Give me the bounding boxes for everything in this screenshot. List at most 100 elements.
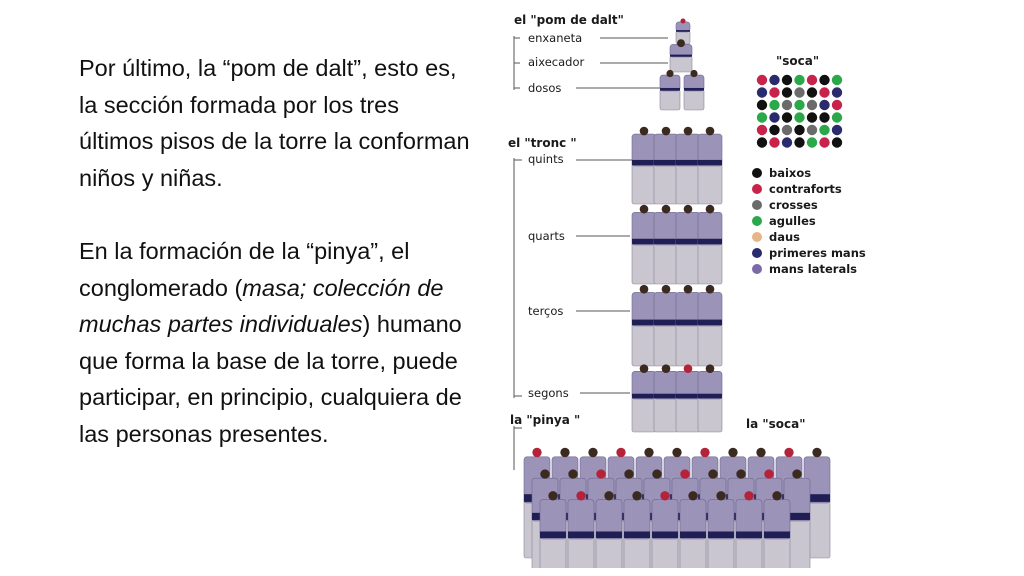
- casteller-figure: [653, 126, 679, 205]
- soca-grid-dot: [756, 74, 768, 86]
- soca-grid-dot: [831, 74, 843, 86]
- soca-grid-dot: [756, 99, 768, 111]
- casteller-figure: [697, 284, 723, 367]
- soca-grid-dot: [831, 87, 843, 98]
- legend-dot: [752, 200, 762, 210]
- soca-grid-dot: [781, 74, 793, 86]
- casteller-figure: [675, 284, 701, 367]
- soca-grid-dot: [819, 99, 830, 111]
- paragraph-pinya: En la formación de la “pinya”, el conglo…: [79, 233, 479, 452]
- soca-grid-dot: [806, 124, 818, 136]
- casteller-figure: [631, 284, 657, 367]
- casteller-figure: [683, 69, 705, 111]
- soca-grid-dot: [769, 112, 780, 123]
- soca-box-title: "soca": [776, 54, 820, 68]
- label-quarts: quarts: [528, 229, 565, 243]
- pinya-text-end: ) humano que forma la base de la torre, …: [79, 311, 462, 447]
- legend-dot: [752, 184, 762, 194]
- soca-grid-dot: [806, 87, 818, 98]
- soca-grid-dot: [781, 99, 793, 111]
- pinya-label: la "pinya ": [510, 413, 581, 427]
- soca-grid-dot: [831, 99, 843, 111]
- bracket-lines: [513, 36, 668, 470]
- casteller-figure: [669, 39, 693, 73]
- tronc-title: el "tronc ": [508, 136, 577, 150]
- casteller-figure: [651, 491, 679, 568]
- pinya-italic-definition: masa; colección de muchas partes individ…: [79, 274, 444, 338]
- legend-dot: [752, 168, 762, 178]
- soca-grid-dot: [769, 87, 780, 98]
- casteller-figure: [653, 364, 679, 433]
- casteller-figure: [735, 491, 763, 568]
- label-tercos: terços: [528, 304, 564, 318]
- soca-grid-dot: [794, 99, 805, 111]
- soca-grid-dot: [794, 137, 805, 148]
- soca-grid-dot: [781, 87, 793, 98]
- soca-grid-dot: [819, 74, 830, 86]
- soca-grid-dot: [756, 124, 768, 136]
- label-dosos: dosos: [528, 81, 562, 95]
- soca-grid-dot: [794, 124, 805, 136]
- soca-grid-dot: [819, 137, 830, 148]
- paragraph-pom-de-dalt: Por último, la “pom de dalt”, esto es, l…: [79, 55, 470, 191]
- soca-grid-dot: [794, 87, 805, 98]
- casteller-figure: [783, 469, 811, 568]
- casteller-figure: [679, 491, 707, 568]
- casteller-figure: [567, 491, 595, 568]
- casteller-figure: [623, 491, 651, 568]
- casteller-figure: [539, 491, 567, 568]
- legend-item: primeres mans: [752, 246, 866, 260]
- casteller-figure: [707, 491, 735, 568]
- casteller-figure: [631, 126, 657, 205]
- casteller-figure: [595, 491, 623, 568]
- soca-grid-dot: [806, 137, 818, 148]
- soca-grid-dot: [769, 124, 780, 136]
- label-enxaneta: enxaneta: [528, 31, 583, 45]
- soca-grid-dot: [781, 137, 793, 148]
- soca-grid-dot: [806, 74, 818, 86]
- soca-label: la "soca": [746, 417, 806, 431]
- casteller-figure: [631, 364, 657, 433]
- soca-grid-dot: [769, 137, 780, 148]
- legend-dot: [752, 264, 762, 274]
- soca-grid-dot: [831, 112, 843, 123]
- legend-item: crosses: [752, 198, 818, 212]
- tower-illustration: [513, 18, 843, 568]
- casteller-figure: [675, 204, 701, 285]
- label-aixecador: aixecador: [528, 55, 585, 69]
- soca-grid-dot: [806, 112, 818, 123]
- soca-grid-dot: [769, 74, 780, 86]
- soca-grid: [756, 74, 843, 148]
- legend-item: contraforts: [752, 182, 842, 196]
- soca-grid-dot: [819, 124, 830, 136]
- soca-grid-dot: [756, 112, 768, 123]
- casteller-figure: [697, 364, 723, 433]
- casteller-figure: [659, 69, 681, 111]
- soca-grid-dot: [756, 137, 768, 148]
- legend-item: agulles: [752, 214, 816, 228]
- soca-grid-dot: [781, 112, 793, 123]
- soca-grid-dot: [794, 74, 805, 86]
- pinya-text-start: En la formación de la “pinya”, el conglo…: [79, 238, 410, 301]
- soca-grid-dot: [769, 99, 780, 111]
- legend-item: baixos: [752, 166, 811, 180]
- legend-dot: [752, 248, 762, 258]
- castell-diagram: el "pom de dalt" enxaneta aixecador doso…: [500, 8, 900, 568]
- soca-grid-dot: [819, 87, 830, 98]
- legend-dot: [752, 232, 762, 242]
- soca-grid-dot: [831, 124, 843, 136]
- casteller-figure: [675, 126, 701, 205]
- soca-grid-dot: [819, 112, 830, 123]
- casteller-figure: [803, 447, 831, 559]
- casteller-figure: [675, 364, 701, 433]
- casteller-figure: [653, 204, 679, 285]
- casteller-figure: [653, 284, 679, 367]
- soca-grid-dot: [794, 112, 805, 123]
- body-text: Por último, la “pom de dalt”, esto es, l…: [79, 50, 479, 452]
- legend-item: daus: [752, 230, 800, 244]
- label-segons: segons: [528, 386, 569, 400]
- casteller-figure: [763, 491, 791, 568]
- pom-title: el "pom de dalt": [514, 13, 624, 27]
- casteller-figure: [697, 204, 723, 285]
- legend-item: mans laterals: [752, 262, 857, 276]
